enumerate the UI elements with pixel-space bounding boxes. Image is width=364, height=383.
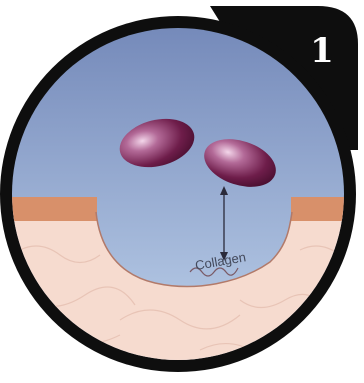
panel-number: 1 [310, 31, 334, 71]
surface-band-left [0, 197, 97, 221]
